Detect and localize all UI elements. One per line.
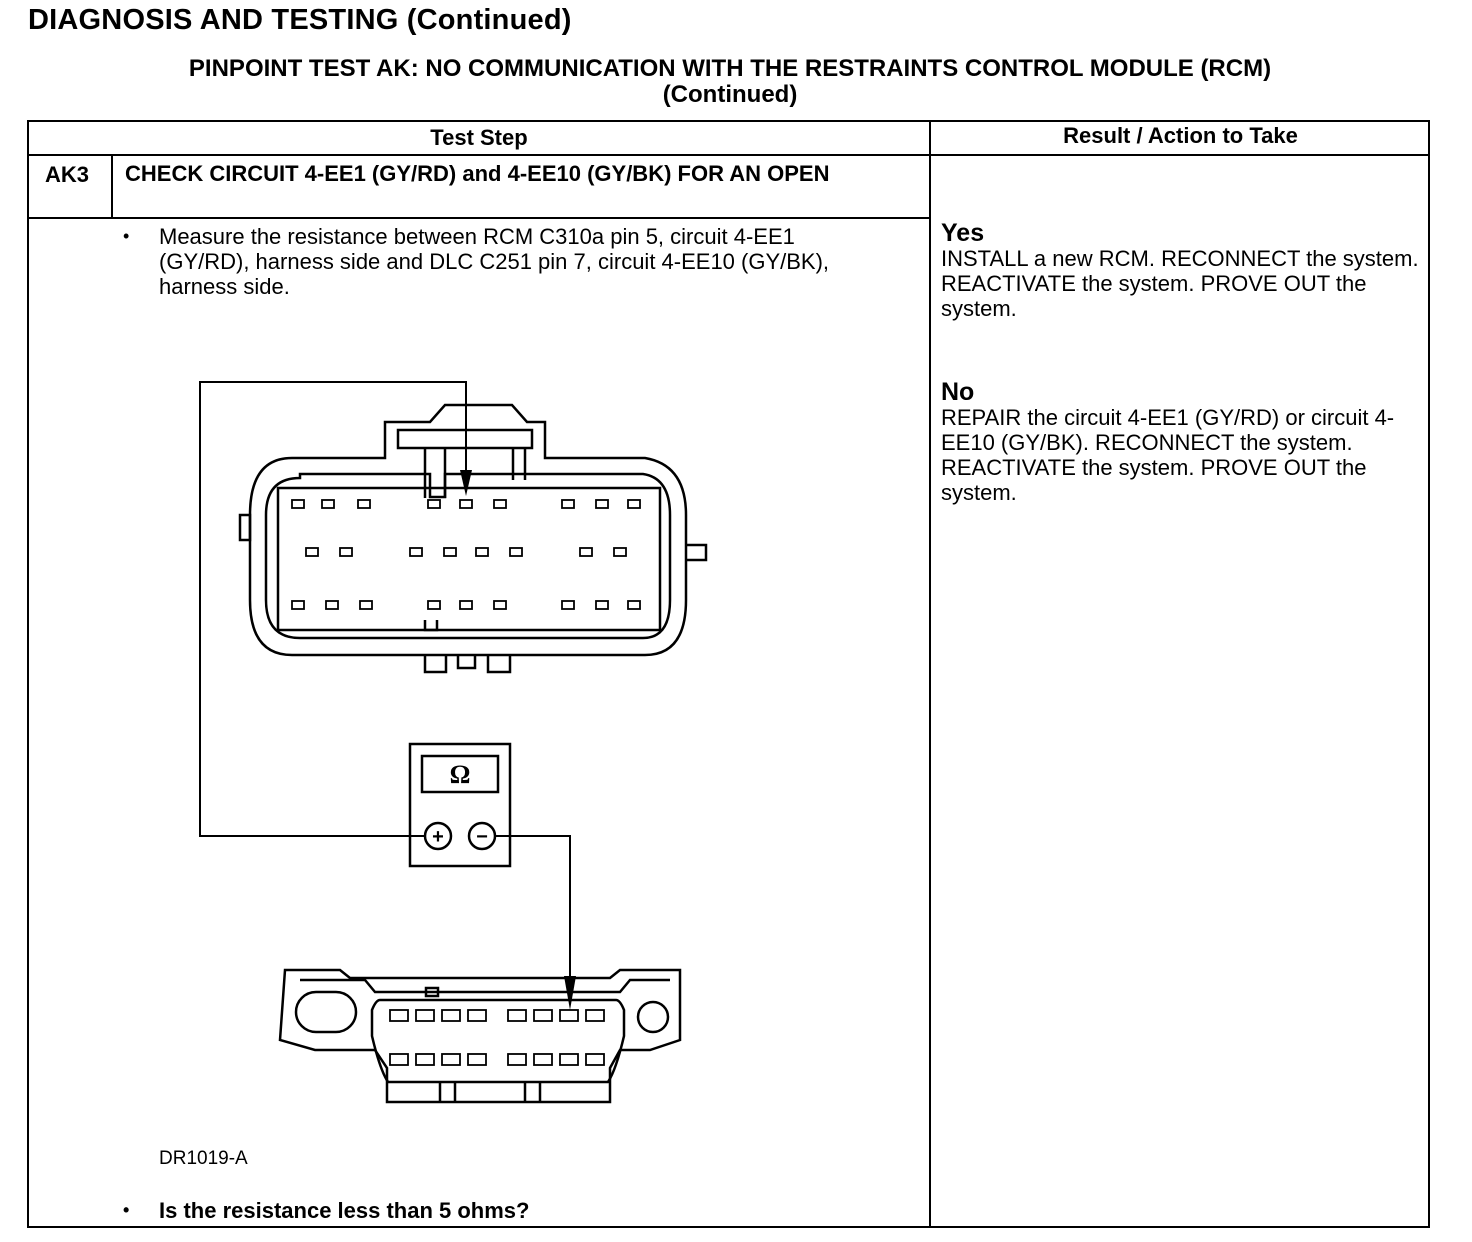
rcm-pin-row-2 bbox=[305, 547, 627, 557]
pinpoint-test-title-line2: (Continued) bbox=[662, 81, 798, 108]
column-header-test-step: Test Step bbox=[430, 125, 528, 150]
bullet-dot: • bbox=[123, 226, 130, 246]
rcm-pin-row-3 bbox=[291, 600, 641, 610]
result-yes-action: INSTALL a new RCM. RECONNECT the system.… bbox=[941, 246, 1419, 321]
pinpoint-test-title-line1: PINPOINT TEST AK: NO COMMUNICATION WITH … bbox=[188, 55, 1272, 82]
page-header: DIAGNOSIS AND TESTING (Continued) bbox=[28, 4, 572, 36]
result-yes: Yes INSTALL a new RCM. RECONNECT the sys… bbox=[941, 220, 1426, 321]
column-header-result: Result / Action to Take bbox=[1063, 123, 1298, 148]
result-no: No REPAIR the circuit 4-EE1 (GY/RD) or c… bbox=[941, 379, 1426, 505]
test-lead-positive bbox=[199, 381, 467, 837]
step-title-divider bbox=[29, 217, 929, 219]
bullet-dot: • bbox=[123, 1200, 130, 1220]
column-divider bbox=[929, 122, 931, 1228]
dlc-pin-row-2 bbox=[389, 1053, 605, 1066]
instruction-text: Measure the resistance between RCM C310a… bbox=[159, 224, 830, 299]
result-no-action: REPAIR the circuit 4-EE1 (GY/RD) or circ… bbox=[941, 405, 1395, 505]
result-no-answer: No bbox=[941, 378, 975, 406]
test-lead-negative bbox=[495, 835, 571, 1000]
pinpoint-test-title: PINPOINT TEST AK: NO COMMUNICATION WITH … bbox=[28, 56, 1432, 108]
step-id: AK3 bbox=[45, 162, 90, 187]
meter-minus-terminal: − bbox=[476, 826, 488, 848]
step-title: CHECK CIRCUIT 4-EE1 (GY/RD) and 4-EE10 (… bbox=[125, 161, 830, 186]
figure-label: DR1019-A bbox=[159, 1148, 248, 1169]
ohmmeter-icon bbox=[408, 742, 512, 868]
question-text: Is the resistance less than 5 ohms? bbox=[159, 1198, 530, 1223]
dlc-pin-row-1 bbox=[389, 1009, 605, 1022]
header-divider bbox=[29, 154, 1430, 156]
meter-plus-terminal: + bbox=[432, 826, 444, 848]
probe-arrow-dlc-pin7 bbox=[564, 976, 576, 1010]
probe-arrow-rcm-pin5 bbox=[460, 470, 472, 496]
ohm-symbol: Ω bbox=[450, 760, 471, 789]
rcm-pin-row-1 bbox=[291, 499, 641, 509]
rcm-connector-c310a-icon bbox=[238, 403, 708, 674]
dlc-connector-c251-icon bbox=[278, 968, 682, 1104]
result-yes-answer: Yes bbox=[941, 219, 985, 247]
test-step-table: Test Step Result / Action to Take AK3 CH… bbox=[27, 120, 1430, 1228]
step-id-divider bbox=[111, 154, 113, 218]
